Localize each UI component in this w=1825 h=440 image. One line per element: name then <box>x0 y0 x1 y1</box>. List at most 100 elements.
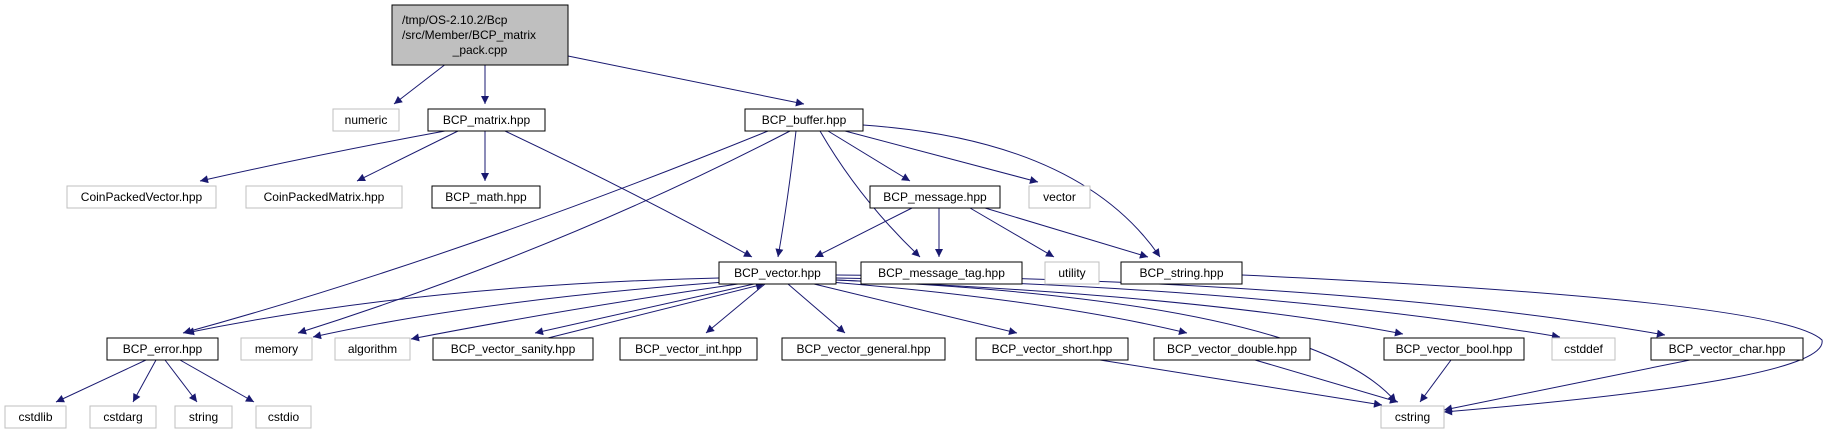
node-label: utility <box>1058 266 1085 280</box>
node-bcp-vector[interactable]: BCP_vector.hpp <box>718 261 837 285</box>
node-bcp-vector-char[interactable]: BCP_vector_char.hpp <box>1650 337 1804 361</box>
edge-bcp_vector-to-bcp_vector_double <box>829 281 1188 336</box>
edge-bcp_vector_short-to-cstring <box>1099 359 1383 408</box>
edge-bcp_vector-to-memory <box>312 281 726 340</box>
node-label: BCP_buffer.hpp <box>762 113 847 127</box>
node-cstddef: cstddef <box>1551 337 1616 361</box>
edge-bcp_message-to-bcp_vector <box>814 207 913 258</box>
node-bcp-string[interactable]: BCP_string.hpp <box>1120 261 1243 285</box>
node-cstring: cstring <box>1380 405 1445 429</box>
node-bcp-vector-short[interactable]: BCP_vector_short.hpp <box>975 337 1129 361</box>
node-box <box>744 108 864 132</box>
node-label: vector <box>1043 190 1076 204</box>
node-label: cstdio <box>268 410 300 424</box>
node-numeric: numeric <box>332 108 400 132</box>
edge-bcp_error-to-cstdio <box>179 359 255 403</box>
node-label: CoinPackedVector.hpp <box>81 190 203 204</box>
edge-bcp_message-to-utility <box>969 207 1055 258</box>
node-label: BCP_error.hpp <box>123 342 203 356</box>
node-label: /tmp/OS-2.10.2/Bcp <box>402 13 508 27</box>
edge-bcp_error-to-string <box>164 359 198 403</box>
edge-bcp_vector-to-bcp_vector_general <box>787 283 846 334</box>
node-box <box>619 337 758 361</box>
node-label: cstdarg <box>103 410 142 424</box>
node-box <box>860 261 1023 285</box>
node-label: BCP_vector_short.hpp <box>992 342 1113 356</box>
edge-bcp_vector_bool-to-cstring <box>1419 359 1452 403</box>
node-label: string <box>189 410 218 424</box>
edge-bcp_error-to-cstdlib <box>55 359 147 403</box>
node-box <box>1380 405 1445 429</box>
node-cstdio: cstdio <box>255 405 312 429</box>
edge-bcp_vector_double-to-cstring <box>1254 359 1399 404</box>
node-label: BCP_vector_sanity.hpp <box>451 342 576 356</box>
edge-bcp_vector_sanity-to-bcp_vector <box>547 282 765 339</box>
node-bcp-message-tag[interactable]: BCP_message_tag.hpp <box>860 261 1023 285</box>
node-bcp-buffer[interactable]: BCP_buffer.hpp <box>744 108 864 132</box>
nodes: /tmp/OS-2.10.2/Bcp/src/Member/BCP_matrix… <box>4 4 1804 429</box>
node-label: cstring <box>1395 410 1430 424</box>
node-box <box>391 4 569 66</box>
node-vector: vector <box>1028 185 1091 209</box>
edge-bcp_matrix-to-coin_packed_vector <box>199 130 446 184</box>
node-box <box>781 337 946 361</box>
edge-bcp_matrix-to-coin_packed_matrix <box>356 130 459 182</box>
node-box <box>255 405 312 429</box>
node-box <box>1551 337 1616 361</box>
node-algorithm: algorithm <box>334 337 411 361</box>
node-cstdlib: cstdlib <box>4 405 67 429</box>
node-box <box>431 185 541 209</box>
node-label: memory <box>255 342 298 356</box>
node-label: BCP_vector_general.hpp <box>796 342 930 356</box>
edge-bcp_message-to-bcp_string <box>984 207 1149 259</box>
node-bcp-math[interactable]: BCP_math.hpp <box>431 185 541 209</box>
node-bcp-vector-int[interactable]: BCP_vector_int.hpp <box>619 337 758 361</box>
node-box <box>89 405 157 429</box>
node-box <box>432 337 594 361</box>
node-string: string <box>174 405 233 429</box>
edge-bcp_string-to-cstring <box>1241 274 1823 416</box>
edge-bcp_error-to-cstdarg <box>132 359 157 403</box>
edge-bcp_buffer-to-vector <box>844 130 1039 184</box>
node-box <box>1120 261 1243 285</box>
node-box <box>332 108 400 132</box>
node-label: BCP_vector_bool.hpp <box>1396 342 1513 356</box>
node-label: BCP_vector_int.hpp <box>635 342 742 356</box>
edge-bcp_vector-to-bcp_vector_bool <box>835 279 1404 337</box>
edge-bcp_vector_char-to-cstring <box>1443 359 1691 413</box>
node-label: BCP_message_tag.hpp <box>878 266 1005 280</box>
node-cstdarg: cstdarg <box>89 405 157 429</box>
node-bcp-matrix[interactable]: BCP_matrix.hpp <box>427 108 546 132</box>
node-box <box>1153 337 1311 361</box>
node-box <box>174 405 233 429</box>
node-label: BCP_vector.hpp <box>734 266 821 280</box>
edge-bcp_buffer-to-bcp_vector <box>775 130 797 258</box>
node-root[interactable]: /tmp/OS-2.10.2/Bcp/src/Member/BCP_matrix… <box>391 4 569 66</box>
edge-bcp_vector-to-algorithm <box>410 283 739 342</box>
node-bcp-vector-bool[interactable]: BCP_vector_bool.hpp <box>1383 337 1525 361</box>
node-label: CoinPackedMatrix.hpp <box>264 190 385 204</box>
edge-bcp_vector-to-bcp_vector_int <box>705 283 766 334</box>
edge-root-to-bcp_buffer <box>567 55 805 107</box>
edge-bcp_buffer-to-bcp_message_tag <box>819 130 921 258</box>
node-box <box>718 261 837 285</box>
node-coin-packed-matrix: CoinPackedMatrix.hpp <box>245 185 403 209</box>
edge-bcp_buffer-to-bcp_string <box>862 124 1161 258</box>
node-label: _pack.cpp <box>452 43 508 57</box>
edge-bcp_buffer-to-bcp_error <box>182 130 769 335</box>
node-label: BCP_vector_char.hpp <box>1669 342 1786 356</box>
edge-bcp_buffer-to-memory <box>297 130 791 335</box>
node-box <box>1383 337 1525 361</box>
node-bcp-error[interactable]: BCP_error.hpp <box>106 337 219 361</box>
edge-bcp_vector-to-bcp_vector_sanity <box>534 283 755 336</box>
node-box <box>245 185 403 209</box>
node-box <box>1028 185 1091 209</box>
node-label: algorithm <box>348 342 397 356</box>
node-bcp-message[interactable]: BCP_message.hpp <box>869 185 1001 209</box>
node-bcp-vector-general[interactable]: BCP_vector_general.hpp <box>781 337 946 361</box>
node-bcp-vector-double[interactable]: BCP_vector_double.hpp <box>1153 337 1311 361</box>
node-bcp-vector-sanity[interactable]: BCP_vector_sanity.hpp <box>432 337 594 361</box>
node-box <box>869 185 1001 209</box>
node-box <box>975 337 1129 361</box>
